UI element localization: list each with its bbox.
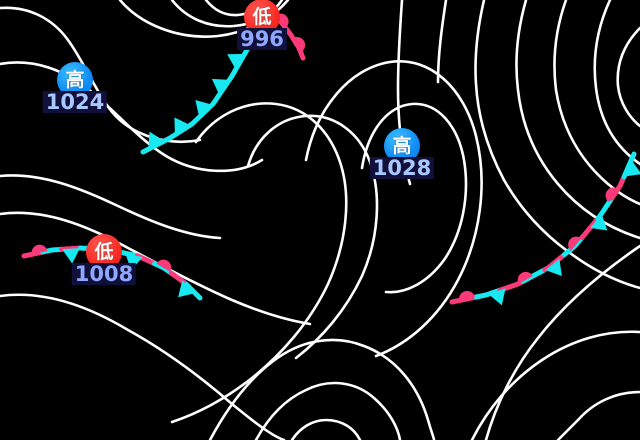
warm-front-bump-icon: [459, 290, 475, 301]
isobar-line: [593, 0, 640, 166]
isobar-line: [553, 0, 640, 206]
cold-front-barb-icon: [62, 247, 81, 264]
cold-front-barb-icon: [211, 78, 230, 95]
isobar-line: [0, 174, 222, 240]
isobar-line: [208, 338, 436, 440]
isobar-line: [0, 61, 264, 173]
isobar-line: [0, 293, 286, 440]
front-line-segment: [520, 267, 548, 284]
isobar-line: [304, 59, 483, 358]
cold-front-barb-icon: [545, 258, 562, 277]
isobar-line: [474, 0, 640, 290]
warm-front-bump-icon: [292, 37, 306, 52]
cold-front-barb-icon: [195, 100, 213, 118]
isobar-line: [436, 0, 448, 84]
isobar-line: [360, 102, 468, 294]
isobar-line: [290, 418, 362, 440]
isobar-line: [556, 390, 640, 440]
cold-front-barb-icon: [148, 131, 165, 150]
pressure-value-label: 1008: [71, 263, 137, 285]
front-line-segment: [609, 174, 627, 201]
cold-front-barb-icon: [174, 117, 191, 135]
isobar-line: [470, 330, 640, 440]
warm-front-bump-icon: [517, 271, 533, 284]
warm-front-bump-icon: [568, 236, 582, 251]
warm-front-bump-icon: [605, 187, 619, 203]
cold-front-barb-icon: [227, 53, 245, 70]
cold-front-barb-icon: [178, 280, 196, 298]
isobar-line: [254, 381, 402, 440]
cold-front-barb-icon: [590, 213, 608, 231]
cold-front-barb-icon: [624, 159, 640, 177]
warm-front-bump-icon: [156, 259, 172, 272]
front-layer: [21, 9, 640, 306]
pressure-value-label: 1028: [369, 157, 435, 179]
cold-front-barb-icon: [488, 288, 506, 306]
occluded-front: [449, 151, 640, 306]
pressure-value-label: 996: [237, 28, 287, 50]
isobar-line: [616, 26, 640, 128]
warm-front-bump-icon: [31, 244, 48, 255]
isobar-line: [170, 102, 348, 424]
pressure-value-label: 1024: [42, 91, 108, 113]
front-line-segment: [184, 282, 203, 301]
isobar-line: [484, 244, 640, 440]
front-line-segment: [595, 195, 615, 221]
